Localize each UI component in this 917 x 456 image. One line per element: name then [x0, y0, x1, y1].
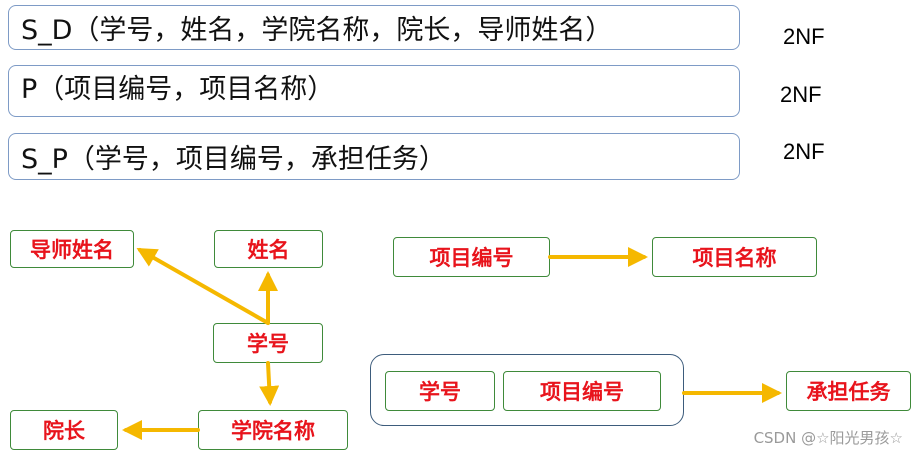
node-project-name: 项目名称: [652, 237, 817, 277]
node-task: 承担任务: [786, 371, 911, 411]
relation-p-normal-form: 2NF: [780, 82, 822, 107]
relation-p: P（项目编号，项目名称）: [8, 65, 740, 117]
relation-p-text: P（项目编号，项目名称）: [21, 73, 335, 105]
relation-s-d-normal-form: 2NF: [783, 24, 825, 49]
node-composite-student-id: 学号: [385, 371, 495, 411]
relation-s-p-text: S_P（学号，项目编号，承担任务）: [21, 144, 446, 175]
arrow-student-id-to-advisor-name: [136, 248, 270, 325]
relation-s-d: S_D（学号，姓名，学院名称，院长，导师姓名）: [8, 5, 740, 50]
node-dean: 院长: [10, 410, 118, 450]
relation-s-d-text: S_D（学号，姓名，学院名称，院长，导师姓名）: [21, 15, 613, 46]
relation-s-p-normal-form: 2NF: [783, 139, 825, 164]
node-project-id: 项目编号: [393, 237, 550, 277]
node-advisor-name: 导师姓名: [10, 230, 134, 268]
node-name: 姓名: [214, 230, 323, 268]
node-composite-project-id: 项目编号: [503, 371, 661, 411]
node-college-name: 学院名称: [198, 410, 348, 450]
arrow-student-id-to-college-name: [259, 361, 280, 406]
relation-s-p: S_P（学号，项目编号，承担任务）: [8, 133, 740, 180]
watermark: CSDN @☆阳光男孩☆: [753, 429, 903, 447]
